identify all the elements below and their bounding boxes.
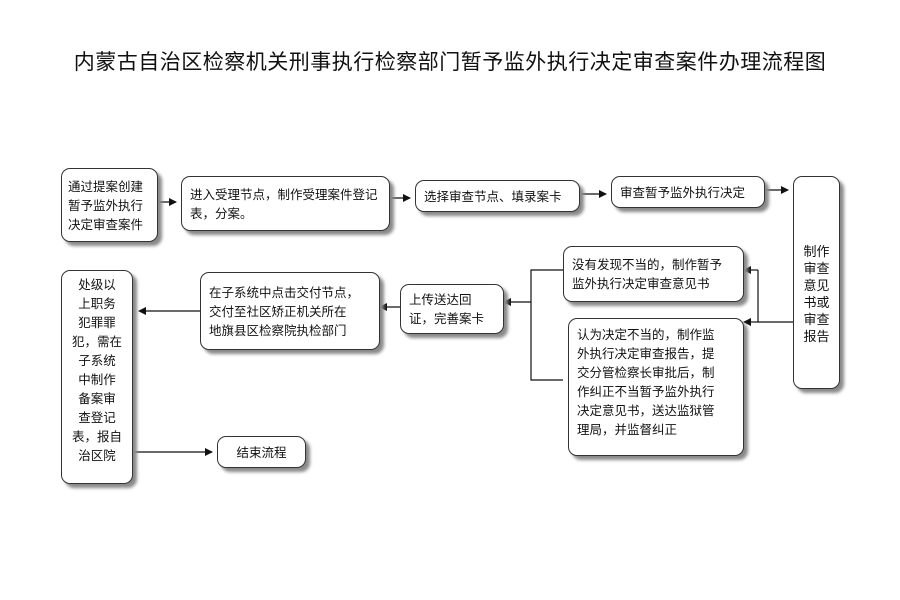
node-review-decision: 审查暂予监外执行决定 [611, 176, 765, 208]
merge-from-no-issue [530, 269, 563, 302]
node-make-report: 制作 审查 意见 书或 审查 报告 [793, 176, 840, 389]
page-title: 内蒙古自治区检察机关刑事执行检察部门暂予监外执行决定审查案件办理流程图 [73, 50, 827, 74]
merge-from-improper [530, 302, 563, 381]
node-end: 结束流程 [217, 436, 306, 468]
node-deliver: 在子系统中点击交付节点， 交付至社区矫正机关所在 地旗县区检察院执检部门 [200, 272, 380, 350]
branch-from-report [757, 270, 793, 323]
node-select-review: 选择审查节点、填录案卡 [415, 180, 580, 212]
node-upload: 上传送达回 证，完善案卡 [400, 284, 504, 334]
node-no-issue: 没有发现不当的，制作暂予 监外执行决定审查意见书 [563, 246, 744, 302]
node-improper: 认为决定不当的，制作监 外执行决定审查报告，提 交分管检察长审批后，制 作纠正不… [568, 318, 744, 456]
node-accept: 进入受理节点，制作受理案件登记 表，分案。 [181, 176, 390, 231]
node-create-case: 通过提案创建 暂予监外执行 决定审查案件 [61, 168, 158, 242]
node-punish: 处级以 上职务 犯罪罪 犯，需在 子系统 中制作 备案审 查登记 表，报自 治区… [61, 270, 133, 484]
